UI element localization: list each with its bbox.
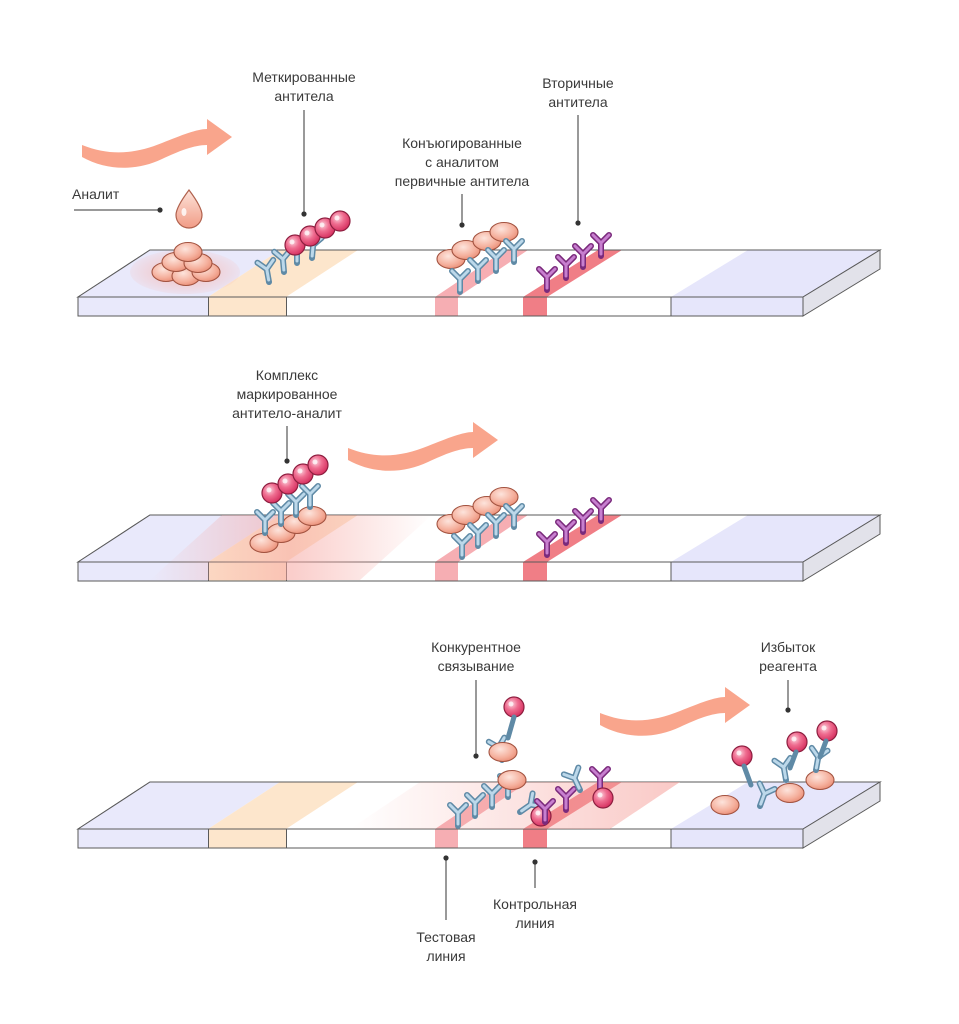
panel-3: Конкурентное связывание Избыток реагента… (77, 639, 881, 964)
svg-text:первичные антитела: первичные антитела (395, 173, 530, 189)
label-conjugated-primary: Конъюгированные с аналитом первичные ант… (395, 135, 530, 228)
svg-text:с аналитом: с аналитом (425, 154, 499, 170)
label-control-line: Контрольная линия (493, 859, 577, 931)
flow-arrow-1 (82, 119, 232, 168)
panel-1: Аналит Меткированные антитела Конъюгиров… (72, 69, 881, 317)
label-test-line: Тестовая линия (416, 855, 476, 964)
svg-text:Вторичные: Вторичные (542, 75, 614, 91)
svg-text:маркированное: маркированное (237, 386, 338, 402)
svg-text:антитела: антитела (548, 94, 607, 110)
svg-text:Контрольная: Контрольная (493, 896, 577, 912)
flow-arrow-3 (600, 687, 750, 736)
label-excess-reagent: Избыток реагента (759, 639, 817, 713)
label-competitive-binding: Конкурентное связывание (431, 639, 521, 759)
svg-text:антитела: антитела (274, 88, 333, 104)
svg-text:Аналит: Аналит (72, 186, 120, 202)
svg-text:линия: линия (515, 915, 554, 931)
label-complex: Комплекс маркированное антитело-аналит (232, 367, 342, 464)
svg-text:линия: линия (426, 948, 465, 964)
competitive-binding-group (450, 696, 552, 826)
excess-reagent-group (710, 720, 838, 816)
flow-arrow-2 (348, 422, 498, 471)
svg-text:Комплекс: Комплекс (256, 367, 318, 383)
svg-text:Конъюгированные: Конъюгированные (402, 135, 522, 151)
svg-text:Конкурентное: Конкурентное (431, 639, 521, 655)
svg-text:Тестовая: Тестовая (416, 929, 475, 945)
analyte-drop-icon (175, 188, 203, 229)
label-labeled-antibodies: Меткированные антитела (252, 69, 356, 217)
analyte-cluster (151, 241, 221, 287)
panel-2: Комплекс маркированное антитело-аналит (77, 367, 881, 582)
svg-text:антитело-аналит: антитело-аналит (232, 405, 342, 421)
svg-text:Избыток: Избыток (761, 639, 816, 655)
label-secondary-antibodies: Вторичные антитела (542, 75, 614, 226)
label-analyte: Аналит (72, 186, 163, 213)
svg-text:Меткированные: Меткированные (252, 69, 356, 85)
flow-stain-2 (150, 515, 432, 580)
svg-text:реагента: реагента (759, 658, 817, 674)
svg-text:связывание: связывание (438, 658, 515, 674)
